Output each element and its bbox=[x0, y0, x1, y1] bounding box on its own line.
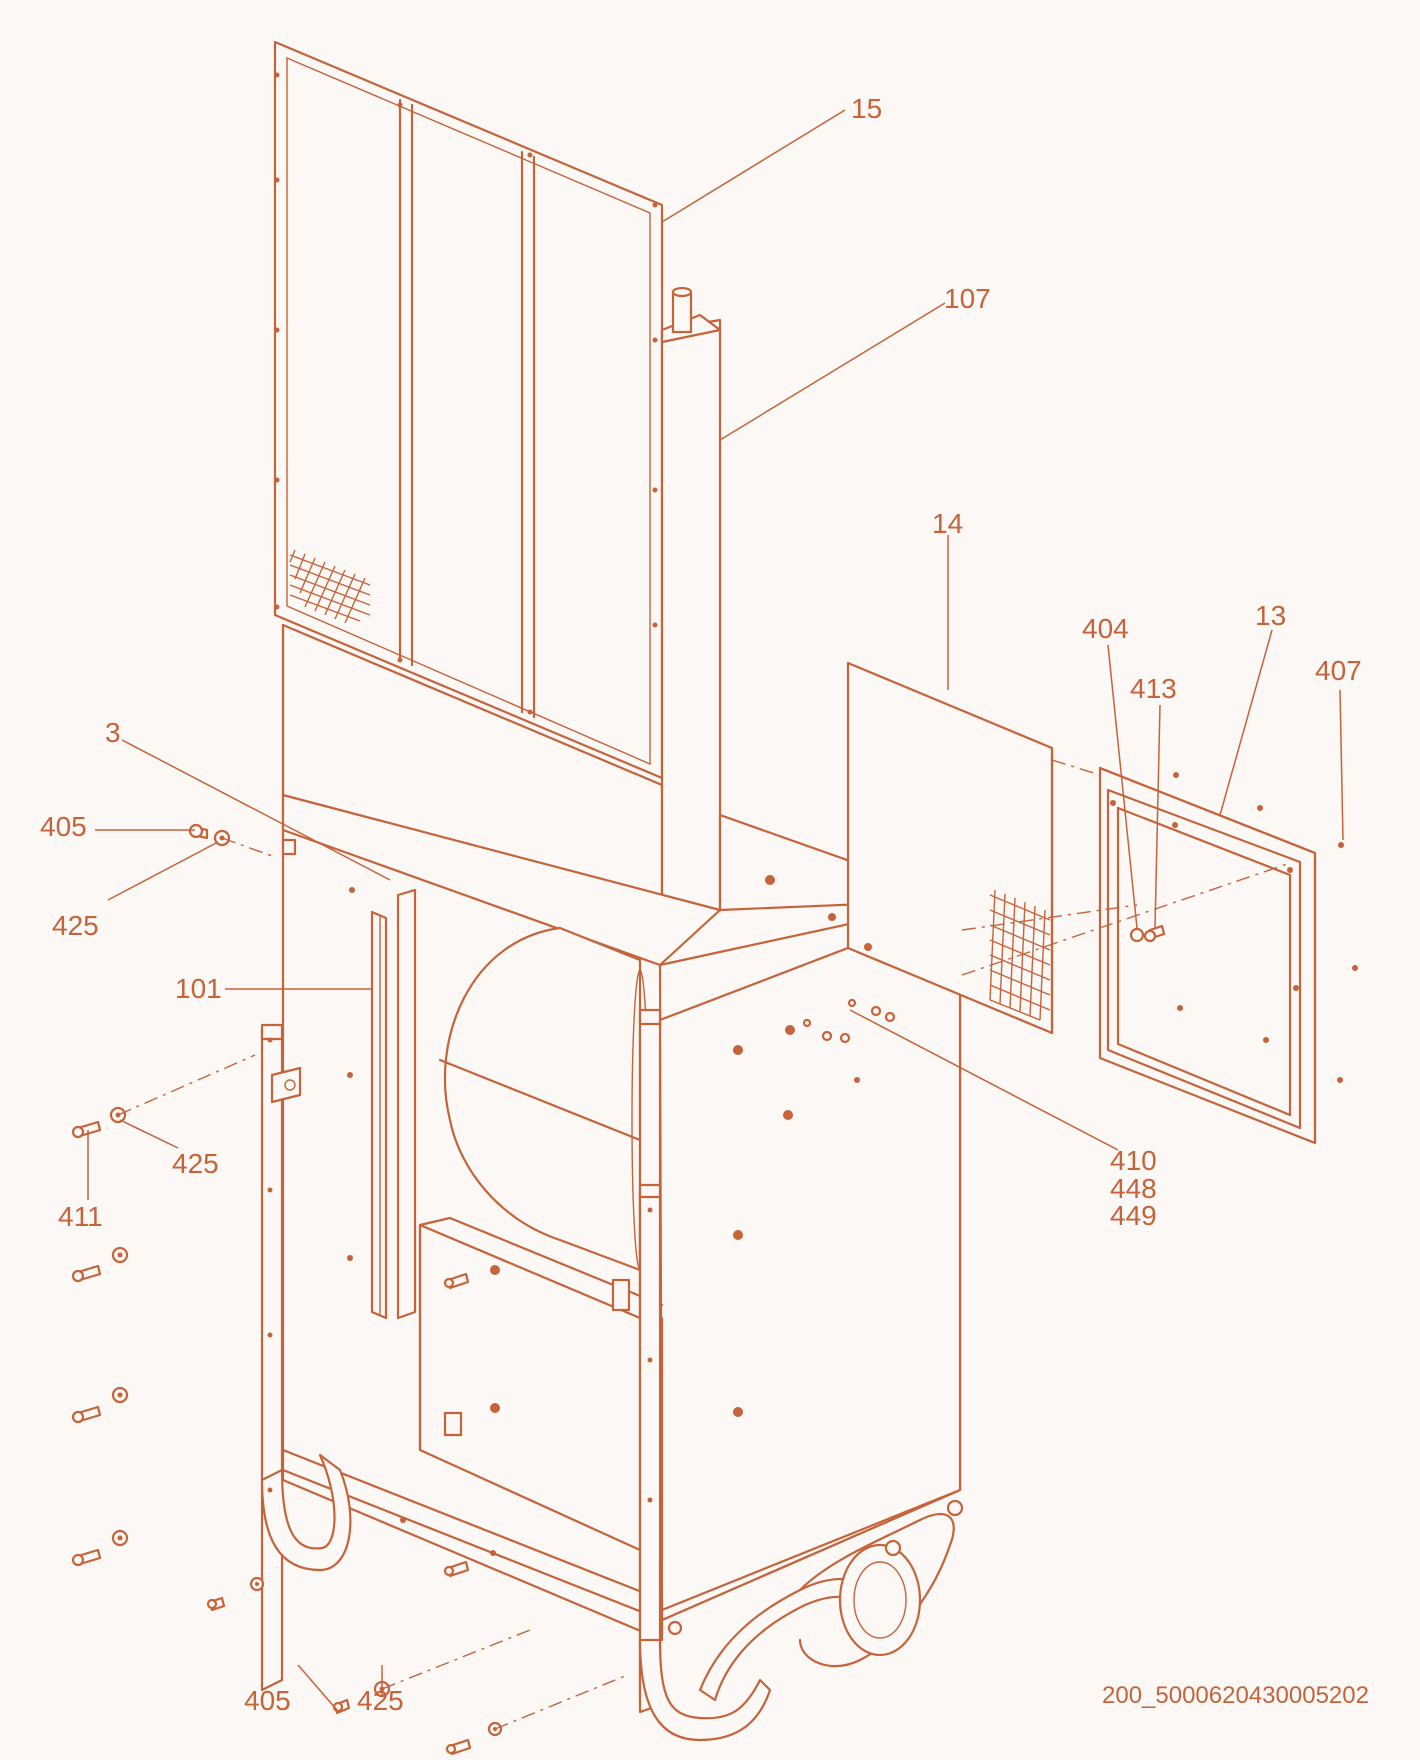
filter-panel-14 bbox=[846, 661, 1054, 1035]
label-413: 413 bbox=[1130, 673, 1177, 704]
label-3: 3 bbox=[105, 717, 121, 748]
label-425-top: 425 bbox=[52, 910, 99, 941]
label-107: 107 bbox=[944, 283, 991, 314]
label-425-mid: 425 bbox=[172, 1148, 219, 1179]
label-405-bottom: 405 bbox=[244, 1685, 291, 1716]
label-101: 101 bbox=[175, 973, 222, 1004]
label-411: 411 bbox=[58, 1201, 103, 1232]
left-tube-frame bbox=[260, 838, 352, 1692]
cabinet-holes bbox=[267, 875, 872, 1556]
label-404: 404 bbox=[1082, 613, 1129, 644]
drawing-number: 200_5000620430005202 bbox=[1102, 1682, 1369, 1709]
label-407: 407 bbox=[1315, 655, 1362, 686]
fasteners-frame bbox=[1173, 772, 1358, 1083]
top-panel-mesh bbox=[289, 549, 371, 624]
leader-lines bbox=[87, 109, 1344, 1711]
part-labels: 15 107 14 404 13 413 407 3 405 425 101 4… bbox=[40, 93, 1369, 1716]
right-tube-frame bbox=[638, 1008, 964, 1742]
label-449: 449 bbox=[1110, 1200, 1157, 1231]
bolt-404 bbox=[1129, 927, 1145, 943]
bolt-413 bbox=[1143, 924, 1166, 943]
label-405-top: 405 bbox=[40, 811, 87, 842]
filter-mesh bbox=[989, 889, 1051, 1021]
label-13: 13 bbox=[1255, 600, 1286, 631]
label-425-bottom: 425 bbox=[357, 1685, 404, 1716]
frame-13 bbox=[1098, 766, 1317, 1145]
main-cabinet bbox=[281, 793, 962, 1642]
duct-107 bbox=[660, 286, 722, 957]
channel-101 bbox=[370, 910, 388, 1320]
strip-3 bbox=[396, 888, 417, 1320]
bolt-set-410 bbox=[802, 998, 896, 1044]
label-14: 14 bbox=[932, 508, 963, 539]
alignment-lines bbox=[117, 759, 1291, 1730]
label-15: 15 bbox=[851, 93, 882, 124]
fasteners-left bbox=[71, 823, 265, 1612]
label-410: 410 bbox=[1110, 1145, 1157, 1176]
label-448: 448 bbox=[1110, 1173, 1157, 1204]
